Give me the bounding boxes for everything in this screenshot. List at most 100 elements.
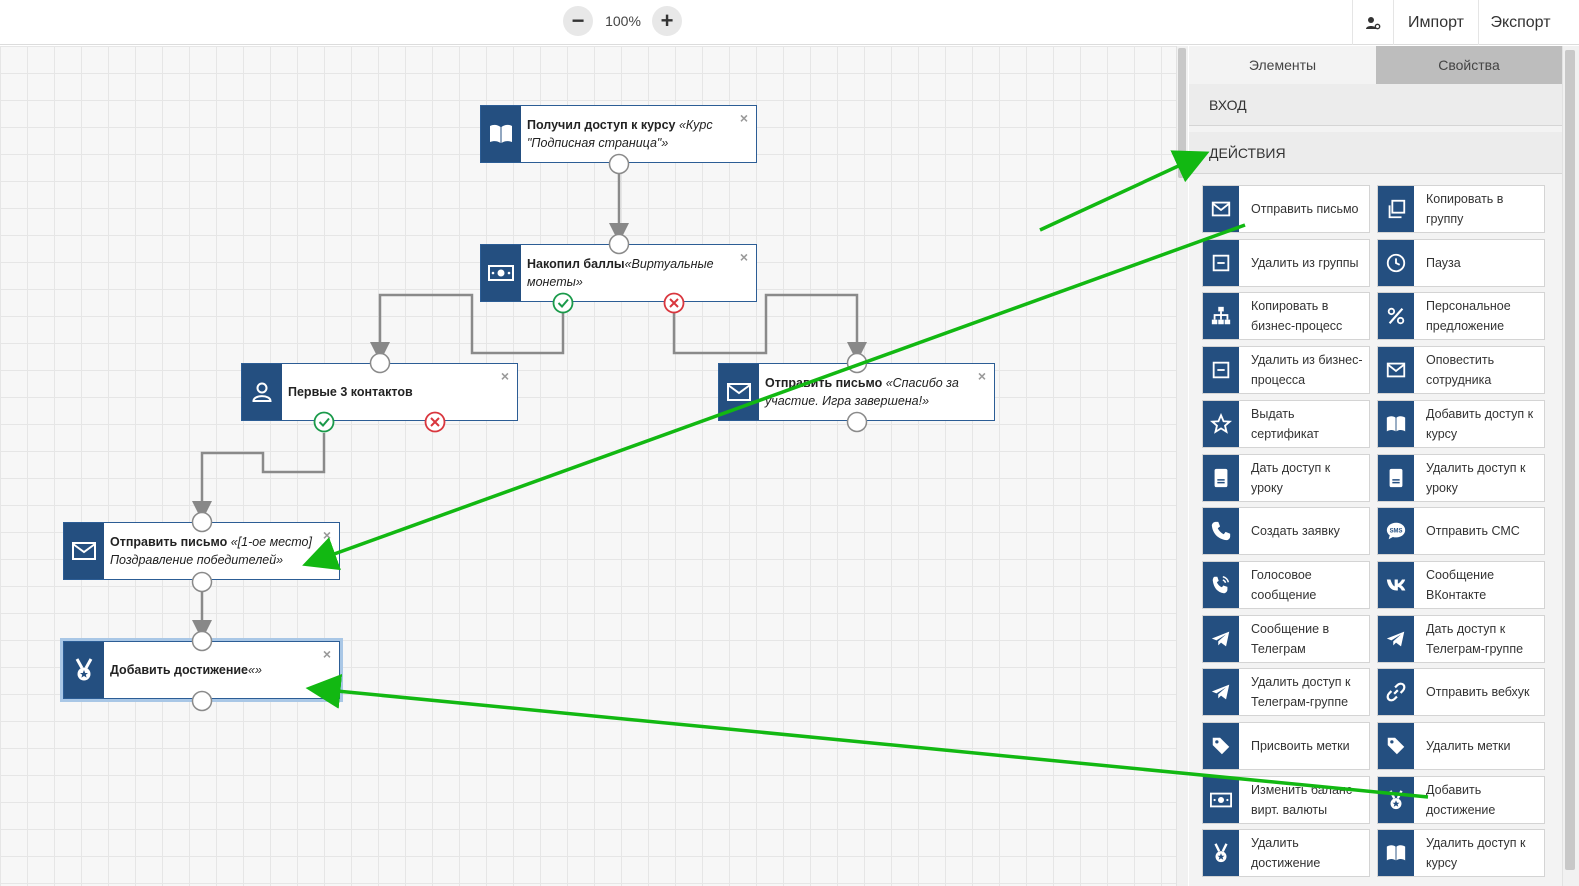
- medal-icon: [64, 642, 104, 698]
- action-label: Добавить доступ к курсу: [1426, 406, 1534, 441]
- node-subtitle: «Курс "Подписная страница"»: [527, 118, 713, 150]
- action-item[interactable]: Сообщение в Телеграм: [1202, 614, 1370, 663]
- percent-icon: [1378, 293, 1414, 340]
- action-item[interactable]: Удалить метки: [1377, 722, 1545, 770]
- tab-elements[interactable]: Элементы: [1189, 46, 1376, 84]
- sms-icon: SMS: [1378, 508, 1414, 555]
- action-item[interactable]: Голосовое сообщение: [1202, 560, 1370, 609]
- action-item[interactable]: Добавить достижение: [1377, 775, 1545, 824]
- remove-icon: [1203, 239, 1239, 286]
- action-item[interactable]: Копировать в бизнес-процесс: [1202, 292, 1370, 341]
- action-item[interactable]: Удалить доступ к уроку: [1377, 453, 1545, 502]
- sitemap-icon: [1203, 293, 1239, 340]
- panel-scroll-thumb[interactable]: [1565, 50, 1575, 870]
- action-item[interactable]: Удалить из группы: [1202, 238, 1370, 287]
- tab-properties[interactable]: Свойства: [1376, 46, 1562, 84]
- action-label: Удалить достижение: [1251, 836, 1321, 871]
- node-send-winners[interactable]: Отправить письмо «[1-ое место] Поздравле…: [63, 522, 340, 580]
- action-label: Дать доступ к уроку: [1251, 460, 1331, 495]
- zoom-out-button[interactable]: −: [563, 6, 593, 36]
- node-title: Отправить письмо: [110, 535, 228, 549]
- action-item[interactable]: Добавить доступ к курсу: [1377, 399, 1545, 448]
- action-item[interactable]: SMS Отправить СМС: [1377, 507, 1545, 556]
- section-input[interactable]: ВХОД: [1189, 84, 1562, 126]
- action-item[interactable]: Оповестить сотрудника: [1377, 346, 1545, 395]
- close-icon[interactable]: ×: [322, 646, 331, 662]
- action-label: Отправить письмо: [1251, 202, 1359, 216]
- action-label: Создать заявку: [1251, 524, 1340, 539]
- action-item[interactable]: Копировать в группу: [1377, 185, 1545, 233]
- action-label: Отправить СМС: [1426, 524, 1520, 539]
- action-label: Удалить доступ к курсу: [1426, 836, 1526, 871]
- action-item[interactable]: Дать доступ к уроку: [1202, 453, 1370, 502]
- action-item[interactable]: Удалить достижение: [1202, 829, 1370, 878]
- book-icon: [1378, 830, 1414, 877]
- node-send-thanks[interactable]: Отправить письмо «Спасибо за участие. Иг…: [718, 363, 995, 421]
- action-item[interactable]: Выдать сертификат: [1202, 399, 1370, 448]
- zoom-in-button[interactable]: +: [652, 6, 682, 36]
- action-label: Присвоить метки: [1251, 739, 1350, 753]
- telegram-icon: [1203, 615, 1239, 662]
- lesson-icon: [1203, 454, 1239, 501]
- node-title: Накопил баллы: [527, 257, 625, 271]
- action-item[interactable]: Сообщение ВКонтакте: [1377, 560, 1545, 609]
- action-item[interactable]: Создать заявку: [1202, 507, 1370, 556]
- mail-icon: [1203, 186, 1239, 232]
- star-icon: [1203, 400, 1239, 447]
- close-icon[interactable]: ×: [322, 527, 331, 543]
- node-first-3-contacts[interactable]: Первые 3 контактов ×: [241, 363, 518, 421]
- medal-icon: [1203, 830, 1239, 877]
- action-item[interactable]: Удалить из бизнес-процесса: [1202, 346, 1370, 395]
- section-actions[interactable]: ДЕЙСТВИЯ: [1189, 132, 1562, 174]
- canvas-scroll-thumb[interactable]: [1178, 48, 1186, 178]
- link-icon: [1378, 669, 1414, 716]
- user-settings-button[interactable]: [1352, 0, 1393, 45]
- node-points[interactable]: Накопил баллы«Виртуальные монеты» ×: [480, 244, 757, 302]
- action-item[interactable]: Удалить доступ к Телеграм-группе: [1202, 668, 1370, 717]
- zoom-level: 100%: [605, 13, 641, 29]
- export-button[interactable]: Экспорт: [1478, 0, 1562, 45]
- user-gear-icon: [1366, 16, 1381, 29]
- action-item[interactable]: Изменить баланс вирт. валюты: [1202, 775, 1370, 824]
- remove-icon: [1203, 347, 1239, 394]
- action-label: Отправить вебхук: [1426, 685, 1530, 700]
- phone-icon: [1203, 508, 1239, 555]
- action-label: Удалить метки: [1426, 739, 1511, 753]
- action-item[interactable]: Отправить вебхук: [1377, 668, 1545, 717]
- voice-call-icon: [1203, 561, 1239, 608]
- action-item[interactable]: Присвоить метки: [1202, 722, 1370, 770]
- action-label: Копировать в группу: [1426, 192, 1504, 226]
- telegram-icon: [1203, 669, 1239, 716]
- vk-icon: [1378, 561, 1414, 608]
- medal-icon: [1378, 776, 1414, 823]
- tag-icon: [1203, 723, 1239, 769]
- action-label: Сообщение в Телеграм: [1251, 621, 1330, 656]
- svg-text:SMS: SMS: [1390, 529, 1403, 535]
- top-toolbar: − 100% + Импорт Экспорт: [0, 0, 1579, 45]
- action-item[interactable]: Отправить письмо: [1202, 185, 1370, 233]
- action-label: Удалить из бизнес-процесса: [1251, 353, 1363, 388]
- action-item[interactable]: Удалить доступ к курсу: [1377, 829, 1545, 878]
- node-subtitle: «»: [248, 663, 262, 677]
- user-icon: [242, 364, 282, 420]
- action-item[interactable]: Дать доступ к Телеграм-группе: [1377, 614, 1545, 663]
- action-label: Голосовое сообщение: [1251, 567, 1317, 602]
- close-icon[interactable]: ×: [739, 110, 748, 126]
- action-label: Изменить баланс вирт. валюты: [1251, 782, 1353, 817]
- telegram-icon: [1378, 615, 1414, 662]
- action-item[interactable]: Персональное предложение: [1377, 292, 1545, 341]
- flow-canvas[interactable]: [0, 46, 1176, 886]
- mail-icon: [719, 364, 759, 420]
- book-icon: [1378, 400, 1414, 447]
- node-course-access[interactable]: Получил доступ к курсу «Курс "Подписная …: [480, 105, 757, 163]
- book-icon: [481, 106, 521, 162]
- action-item[interactable]: Пауза: [1377, 238, 1545, 287]
- node-title: Получил доступ к курсу: [527, 118, 676, 132]
- lesson-icon: [1378, 454, 1414, 501]
- action-label: Добавить достижение: [1426, 782, 1496, 817]
- close-icon[interactable]: ×: [977, 368, 986, 384]
- import-button[interactable]: Импорт: [1393, 0, 1478, 45]
- node-add-achievement[interactable]: Добавить достижение«» ×: [63, 641, 340, 699]
- close-icon[interactable]: ×: [500, 368, 509, 384]
- close-icon[interactable]: ×: [739, 249, 748, 265]
